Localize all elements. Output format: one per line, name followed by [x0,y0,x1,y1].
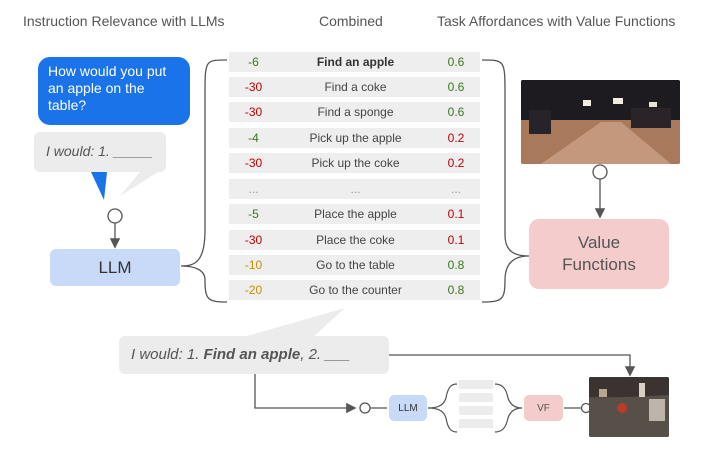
robot-table-scene [589,377,669,437]
affordance-score: 0.2 [447,156,465,170]
affordance-score: 0.1 [447,233,465,247]
plan-suffix: , 2. ___ [300,346,351,363]
llm-score: -30 [244,156,263,170]
task-name: Find a sponge [317,105,394,119]
table-row: -10 Go to the table 0.8 [229,255,480,275]
value-functions-label: Value Functions [562,233,636,274]
right-brace [481,59,530,303]
mini-row [459,406,493,415]
robot-view-scene [521,80,680,164]
llm-score: -30 [244,233,263,247]
llm-score: -10 [244,258,263,272]
small-vf-box: VF [524,395,563,421]
bottom-bubble-tail [240,308,345,338]
question-bubble-tail [91,172,107,200]
affordance-score: 0.6 [447,105,465,119]
robot-view-photo [521,80,680,164]
affordance-score: 0.6 [447,80,465,94]
mini-row [459,380,493,389]
small-llm-input-node [359,402,371,414]
task-name: Go to the table [316,258,395,272]
mini-row [459,419,493,428]
plan-bubble: I would: 1. Find an apple, 2. ___ [119,336,389,374]
task-name: Find an apple [316,55,395,69]
affordance-score: 0.8 [447,258,465,272]
plan-prefix: I would: 1. [131,346,204,363]
table-row: -30 Find a coke 0.6 [229,77,480,97]
left-brace [180,59,228,303]
task-name: Go to the counter [309,283,402,297]
task-name: Pick up the apple [309,131,402,145]
llm-score: -20 [244,283,263,297]
llm-score: ... [248,182,259,196]
question-bubble: How would you put an apple on the table? [38,57,190,125]
vf-input-node [592,164,608,180]
table-row: -30 Pick up the coke 0.2 [229,153,480,173]
task-name: Place the coke [316,233,395,247]
llm-score: -30 [244,105,263,119]
llm-score: -30 [244,80,263,94]
affordance-score: 0.1 [447,207,465,221]
mini-row [459,393,493,402]
affordance-score: ... [450,182,461,196]
header-task-affordances: Task Affordances with Value Functions [437,13,676,29]
table-row: -6 Find an apple 0.6 [229,52,480,72]
answer-bubble-tail [120,172,158,196]
small-llm-box: LLM [389,395,427,421]
llm-score: -6 [248,55,259,69]
table-row: -30 Find a sponge 0.6 [229,102,480,122]
llm-input-node [107,208,123,224]
task-name: Place the apple [314,207,397,221]
plan-selected-step: Find an apple [203,346,301,363]
table-row: -20 Go to the counter 0.8 [229,280,480,300]
answer-bubble: I would: 1. _____ [34,132,166,172]
task-name: Pick up the coke [311,156,400,170]
llm-score: -4 [248,131,259,145]
header-combined: Combined [319,13,383,29]
task-name: Find a coke [324,80,387,94]
value-functions-box: Value Functions [529,219,669,289]
table-row: -5 Place the apple 0.1 [229,204,480,224]
llm-box: LLM [50,249,180,286]
table-row: ......... [229,179,480,199]
robot-table-photo [589,377,669,437]
affordance-score: 0.2 [447,131,465,145]
header-llm-relevance: Instruction Relevance with LLMs [23,13,225,29]
affordance-score: 0.8 [447,283,465,297]
affordance-score: 0.6 [447,55,465,69]
table-row: -4 Pick up the apple 0.2 [229,128,480,148]
llm-score: -5 [248,207,259,221]
task-name: ... [350,182,361,196]
table-row: -30 Place the coke 0.1 [229,230,480,250]
